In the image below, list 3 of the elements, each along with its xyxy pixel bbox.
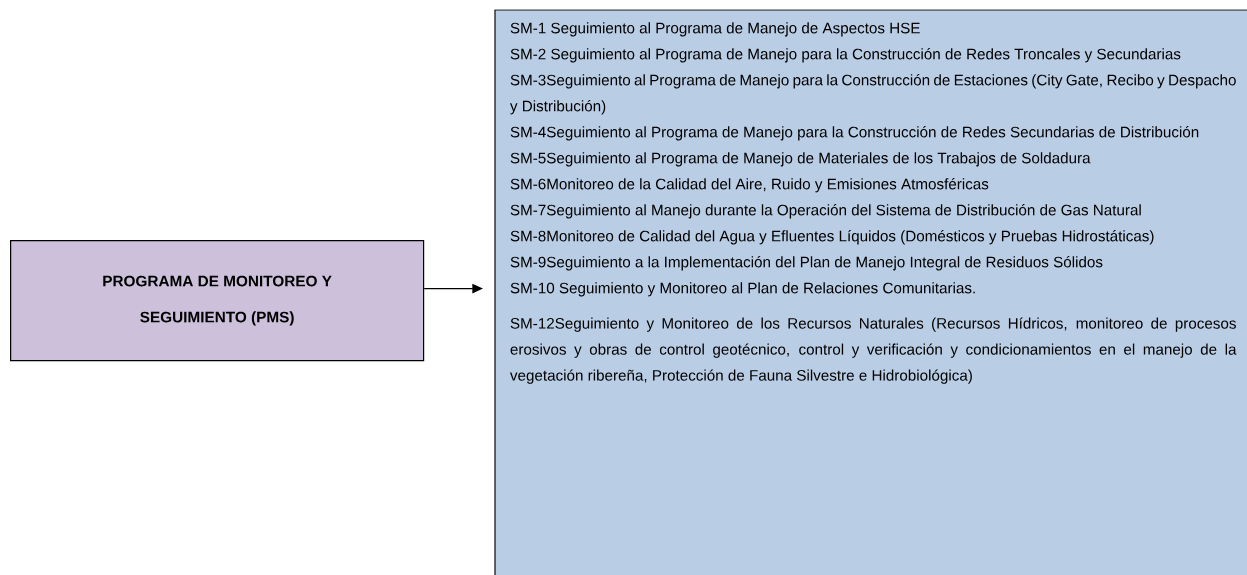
program-box: PROGRAMA DE MONITOREO Y SEGUIMIENTO (PMS) (10, 240, 425, 362)
arrow (423, 283, 483, 294)
list-box: SM-1 Seguimiento al Programa de Manejo de Aspectos HSE SM-2 Seguimiento al Programa de Manejo para la Construcción de Redes Troncales y Secundarias SM-3Seguimiento al Programa de Manejo para la Construcción de Estaciones (City Gate, Recibo y Despacho y Distribución) SM-4Seguimiento al Programa de Manejo para la Construcción de Redes Secundarias de Distribución SM-5Seguimiento al Programa de Manejo de Materiales de los Trabajos de Soldadura SM-6Monitoreo de la Calidad del Aire, Ruido y Emisiones Atmosféricas SM-7Seguimiento al Manejo durante la Operación del Sistema de Distribución de Gas Natural SM-8Monitoreo de Calidad del Agua y Efluentes Líquidos (Domésticos y Pruebas Hidrostáticas) SM-9Seguimiento a la Implementación del Plan de Manejo Integral de Residuos Sólidos SM-10 Seguimiento y Monitoreo al Plan de Relaciones Comunitarias. SM-12Seguimiento y Monitoreo de los Recursos Naturales (Recursos Hídricos, monitoreo de procesos erosivos y obras de control geotécnico, control y verificación y condicionamientos en el manejo de la vegetación ribereña, Protección de Fauna Silvestre e Hidrobiológica) (494, 9, 1247, 575)
